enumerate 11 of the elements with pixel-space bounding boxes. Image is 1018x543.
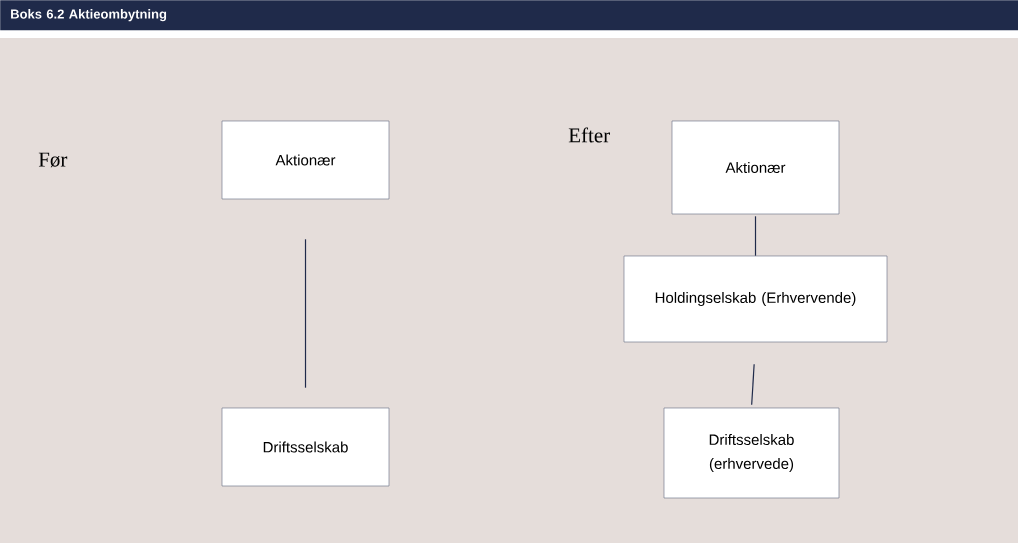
title-bar: Boks 6.2 Aktieombytning [0, 0, 1018, 31]
connector-line [304, 238, 307, 389]
connector-line [751, 363, 755, 406]
section-label: Før [38, 152, 68, 168]
entity-box: Driftsselskab [221, 407, 390, 487]
entity-box: Driftsselskab (erhvervede) [663, 407, 840, 499]
entity-box: Aktionær [671, 120, 840, 215]
connector-line [754, 215, 757, 257]
section-label: Efter [568, 127, 610, 143]
entity-box: Holdingselskab (Erhvervende) [623, 255, 888, 343]
entity-box: Aktionær [221, 120, 390, 200]
